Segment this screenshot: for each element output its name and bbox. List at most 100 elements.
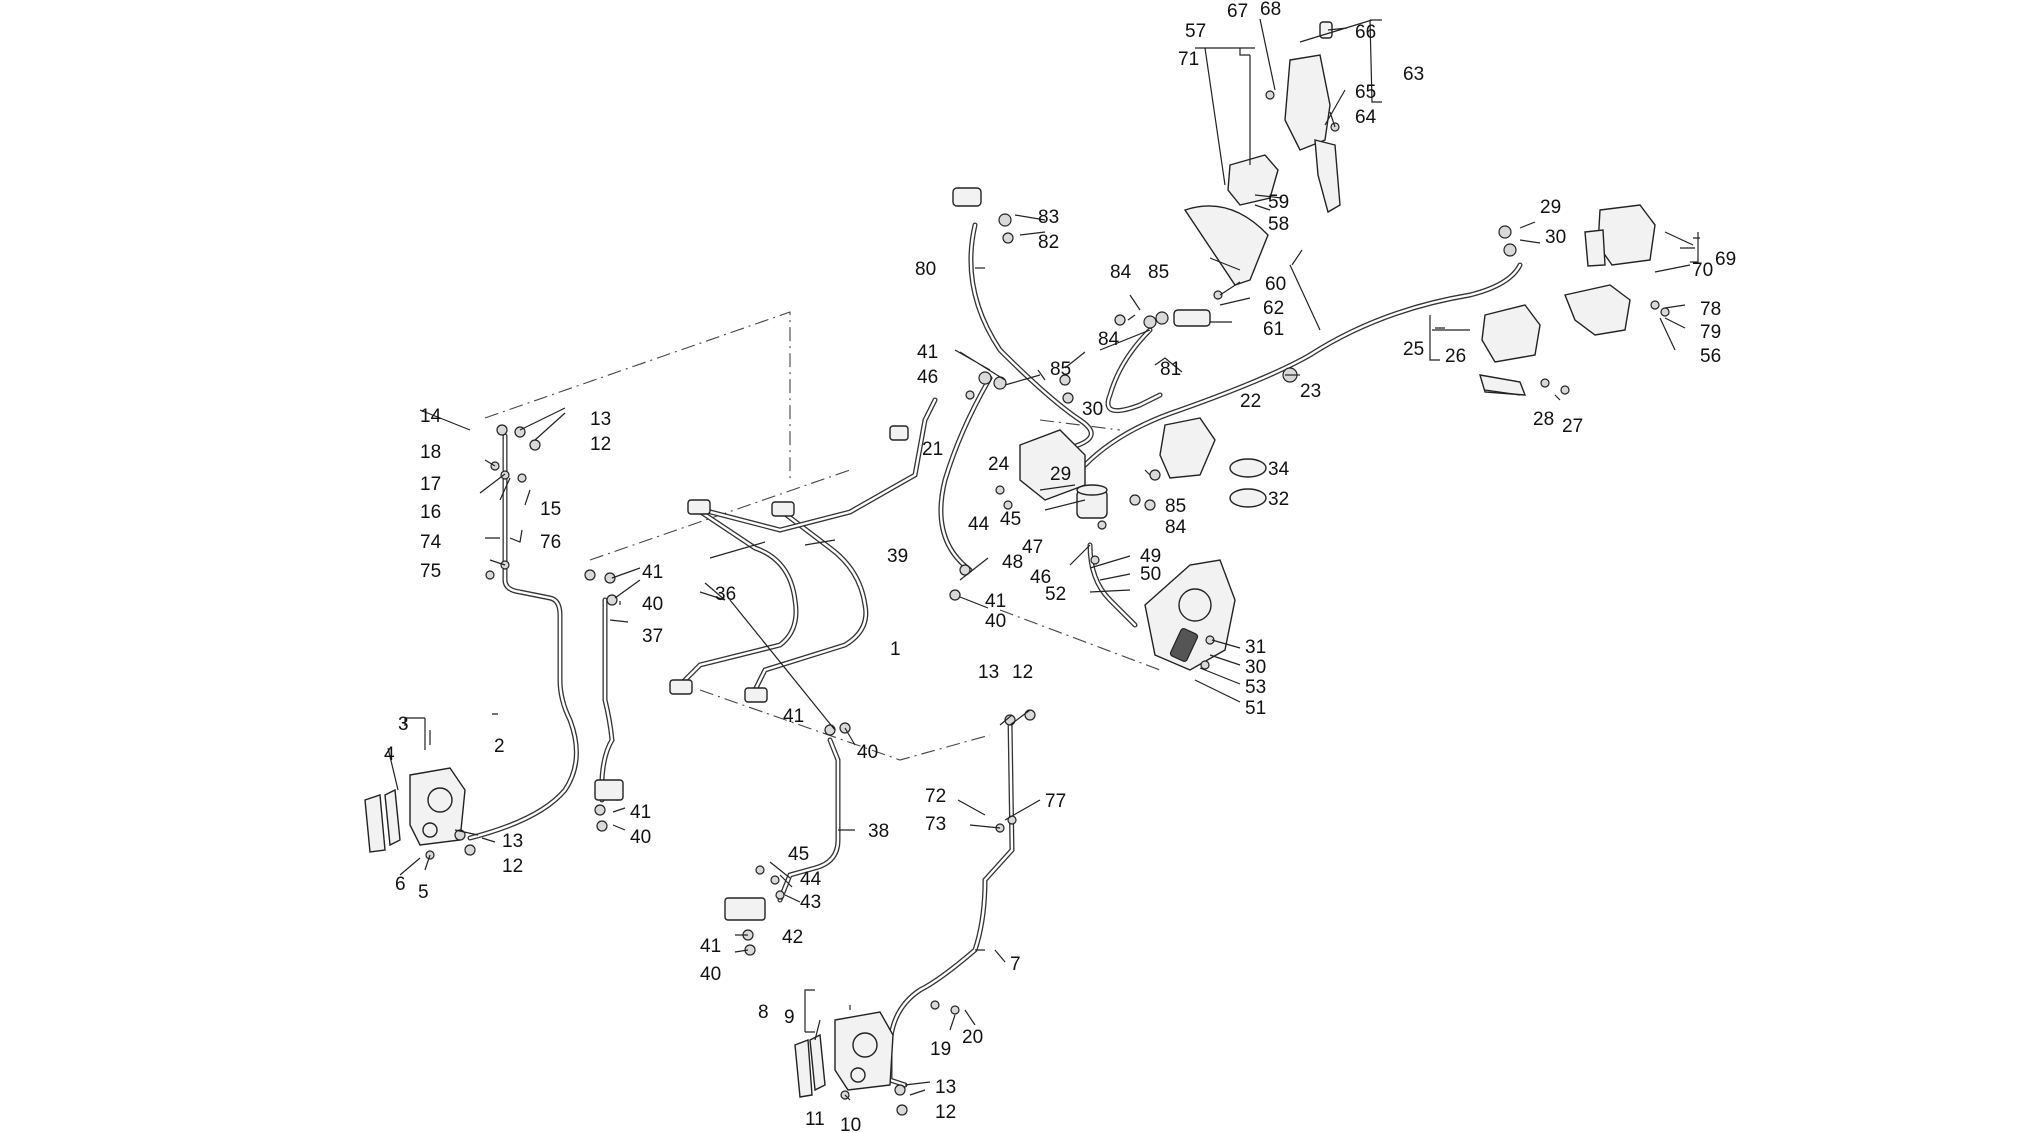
callout-68: 67 bbox=[1227, 1, 1248, 22]
callout-26: 26 bbox=[1445, 346, 1466, 367]
callout-3: 3 bbox=[398, 714, 409, 735]
callout-77: 75 bbox=[420, 561, 441, 582]
callout-60: 59 bbox=[1268, 192, 1289, 213]
callout-31: 30 bbox=[1245, 657, 1266, 678]
callout-12-right: 12 bbox=[1012, 662, 1033, 683]
callout-20: 20 bbox=[962, 1027, 983, 1048]
callout-22: 22 bbox=[1240, 391, 1261, 412]
callout-82: 81 bbox=[1160, 359, 1181, 380]
callout-30-right: 30 bbox=[1545, 227, 1566, 248]
callout-66: 65 bbox=[1355, 82, 1376, 103]
callout-10: 10 bbox=[840, 1115, 861, 1133]
callout-85-low: 84 bbox=[1165, 517, 1187, 538]
callout-35: 34 bbox=[1268, 459, 1290, 480]
callout-12-top: 12 bbox=[590, 434, 611, 455]
callout-72: 71 bbox=[1178, 49, 1199, 70]
callout-41-left-low: 41 bbox=[630, 802, 651, 823]
callout-39: 39 bbox=[887, 546, 908, 567]
callout-76: 74 bbox=[420, 532, 442, 553]
callout-86-top: 85 bbox=[1148, 262, 1169, 283]
callout-41-left: 41 bbox=[642, 562, 663, 583]
callout-13-top: 13 bbox=[590, 409, 611, 430]
callout-29-right: 29 bbox=[1540, 197, 1561, 218]
callout-16: 16 bbox=[420, 502, 441, 523]
callout-52: 49 bbox=[1140, 546, 1161, 567]
leader-lines bbox=[387, 18, 1700, 1101]
callout-43: 43 bbox=[800, 892, 821, 913]
callout-81: 80 bbox=[915, 259, 936, 280]
left-front-caliper bbox=[364, 767, 466, 853]
callout-40-bottom: 40 bbox=[700, 964, 721, 985]
callout-47: 44 bbox=[968, 514, 990, 535]
callout-61: 60 bbox=[1265, 274, 1286, 295]
callout-37: 37 bbox=[642, 626, 663, 647]
banjo-81 bbox=[952, 187, 982, 207]
callout-14: 14 bbox=[420, 406, 442, 427]
callout-41-mid: 41 bbox=[783, 706, 804, 727]
callout-84: 83 bbox=[1038, 207, 1059, 228]
callout-13-right: 13 bbox=[978, 662, 999, 683]
callout-83: 82 bbox=[1038, 232, 1059, 253]
callout-9: 9 bbox=[784, 1007, 795, 1028]
callout-56: 53 bbox=[1245, 677, 1266, 698]
callout-80: 79 bbox=[1700, 322, 1721, 343]
callout-13-left: 13 bbox=[502, 831, 523, 852]
callout-40-right: 40 bbox=[985, 611, 1006, 632]
callout-55: 52 bbox=[1045, 584, 1066, 605]
callout-69: 68 bbox=[1260, 0, 1281, 20]
callout-58: 57 bbox=[1185, 21, 1206, 42]
callout-2: 2 bbox=[494, 736, 505, 757]
callout-40-left: 40 bbox=[642, 594, 663, 615]
callout-86-mid: 85 bbox=[1050, 359, 1071, 380]
callout-6: 6 bbox=[395, 874, 406, 895]
callout-29-mid: 29 bbox=[1050, 464, 1071, 485]
callout-42: 42 bbox=[782, 927, 803, 948]
callout-53: 50 bbox=[1140, 564, 1161, 585]
banjo-82 bbox=[1173, 309, 1211, 327]
callout-79: 78 bbox=[1700, 299, 1721, 320]
brake-lever bbox=[1314, 139, 1341, 214]
callout-86-low: 85 bbox=[1165, 496, 1186, 517]
callout-27: 27 bbox=[1562, 416, 1583, 437]
callout-51: 48 bbox=[1002, 552, 1023, 573]
callout-54: 51 bbox=[1245, 698, 1266, 719]
callout-49: 46 bbox=[1030, 567, 1051, 588]
lever-guard bbox=[1183, 205, 1269, 286]
brake-hoses bbox=[467, 222, 1523, 1088]
callout-48: 45 bbox=[1000, 509, 1021, 530]
callout-18: 18 bbox=[420, 442, 441, 463]
callout-40-left-low: 40 bbox=[630, 827, 651, 848]
handlebar-master-cylinder bbox=[1227, 154, 1279, 206]
callout-67: 66 bbox=[1355, 22, 1376, 43]
callout-85-top: 84 bbox=[1110, 262, 1132, 283]
callout-64: 63 bbox=[1403, 64, 1424, 85]
callout-7: 7 bbox=[1010, 954, 1021, 975]
callout-46: 46 bbox=[917, 367, 938, 388]
clamp-35 bbox=[1229, 458, 1267, 478]
callout-21: 21 bbox=[922, 439, 943, 460]
valve-block-left bbox=[594, 779, 624, 801]
callout-62: 61 bbox=[1263, 319, 1284, 340]
master-cylinder bbox=[1159, 417, 1216, 479]
clamp-34 bbox=[1229, 488, 1267, 508]
callout-1: 1 bbox=[890, 639, 901, 660]
callout-41-bottom: 41 bbox=[700, 936, 721, 957]
callout-41-top: 41 bbox=[917, 342, 938, 363]
callout-71: 70 bbox=[1692, 260, 1713, 281]
callout-5: 5 bbox=[418, 882, 429, 903]
callout-78: 76 bbox=[540, 532, 561, 553]
right-front-caliper bbox=[794, 1011, 894, 1098]
brake-lever-mount bbox=[1284, 54, 1331, 151]
callout-70: 69 bbox=[1715, 249, 1736, 270]
callout-23: 23 bbox=[1300, 381, 1321, 402]
callout-19: 19 bbox=[930, 1039, 951, 1060]
callout-65: 64 bbox=[1355, 107, 1377, 128]
callout-63: 62 bbox=[1263, 298, 1284, 319]
callout-4: 4 bbox=[384, 744, 395, 765]
callout-36: 36 bbox=[715, 584, 736, 605]
callout-75: 77 bbox=[1045, 791, 1066, 812]
callout-11: 11 bbox=[805, 1109, 825, 1130]
callout-41-right: 41 bbox=[985, 591, 1006, 612]
callout-57: 56 bbox=[1700, 346, 1721, 367]
